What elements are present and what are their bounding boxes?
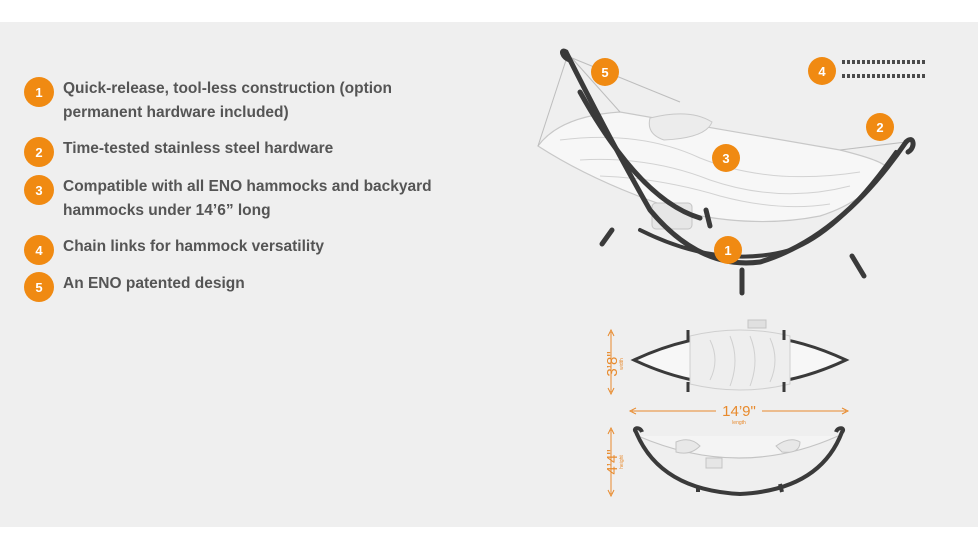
width-dimension-label: 3’8" <box>604 351 621 376</box>
top-view-hammock-illustration: 3’8" width 14’9" length <box>604 319 850 426</box>
length-dimension-sublabel: length <box>732 420 746 426</box>
feature-text: Chain links for hammock versatility <box>63 238 325 255</box>
side-view-frame <box>634 430 844 497</box>
feature-text: Compatible with all ENO hammocks and bac… <box>63 178 432 219</box>
callout-4: 4 <box>808 57 836 85</box>
callout-1: 1 <box>714 236 742 264</box>
perspective-hammock-illustration: 1 2 3 4 5 <box>537 48 926 296</box>
feature-number-badge: 5 <box>24 272 54 302</box>
svg-text:4: 4 <box>818 64 826 79</box>
feature-text: An ENO patented design <box>63 275 245 292</box>
feature-number-badge: 2 <box>24 137 54 167</box>
height-dimension-sublabel: height <box>619 455 625 469</box>
callout-2: 2 <box>866 113 894 141</box>
svg-text:5: 5 <box>601 65 608 80</box>
length-dimension-label: 14’9" <box>722 403 756 420</box>
svg-text:3: 3 <box>722 151 729 166</box>
feature-number-badge: 3 <box>24 175 54 205</box>
feature-text: Time-tested stainless steel hardware <box>63 140 334 157</box>
feature-number-badge: 1 <box>24 77 54 107</box>
feature-item-1: 1 Quick-release, tool-less construction … <box>24 77 463 125</box>
feature-text: Quick-release, tool-less construction (o… <box>63 80 392 121</box>
svg-text:1: 1 <box>724 243 731 258</box>
callout-3: 3 <box>712 144 740 172</box>
feature-item-4: 4 Chain links for hammock versatility <box>24 235 463 265</box>
feature-number-badge: 4 <box>24 235 54 265</box>
hammock-fabric <box>537 111 886 223</box>
feature-item-3: 3 Compatible with all ENO hammocks and b… <box>24 175 463 223</box>
feature-item-2: 2 Time-tested stainless steel hardware <box>24 137 463 167</box>
svg-text:2: 2 <box>876 120 883 135</box>
chain-links-icon <box>842 60 926 78</box>
width-dimension-sublabel: width <box>619 358 625 370</box>
callout-5: 5 <box>591 58 619 86</box>
height-dimension-label: 4’4" <box>604 449 621 474</box>
feature-item-5: 5 An ENO patented design <box>24 272 463 302</box>
side-view-hammock-illustration: 4’4" height <box>604 426 846 498</box>
